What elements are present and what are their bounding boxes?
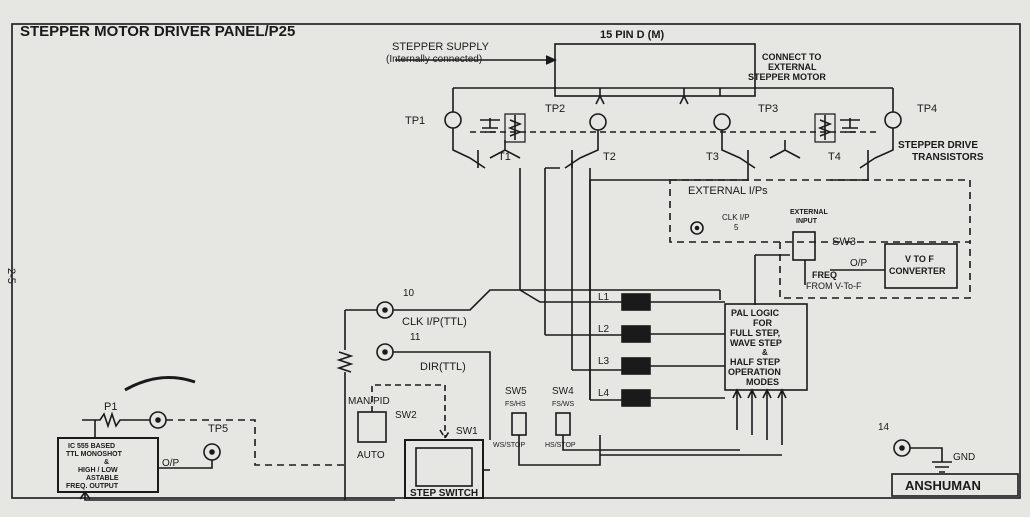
external-input-label: EXTERNAL [790, 209, 828, 216]
converter-label: CONVERTER [889, 266, 946, 276]
led-l3 [621, 357, 651, 375]
pin10-label: 10 [403, 288, 415, 299]
ic555-line-2: TTL MONOSHOT [66, 451, 123, 458]
man-pid-label: MAN/PID [348, 396, 390, 407]
freq-label: FREQ [812, 270, 837, 280]
dir-ttl-label: DIR(TTL) [420, 361, 466, 373]
clk-ip-label: CLK I/P [722, 213, 750, 222]
pal-line-8: MODES [746, 377, 779, 387]
sw5-top-label: FS/HS [505, 401, 526, 408]
led-l1-label: L1 [598, 292, 610, 303]
t2-label: T2 [603, 151, 616, 163]
sw4-switch[interactable] [555, 412, 571, 436]
ic555-line-5: ASTABLE [86, 475, 119, 482]
stepper-motor-label: STEPPER MOTOR [748, 72, 826, 82]
pal-logic-box [724, 303, 808, 391]
clk-num-label: 5 [734, 223, 739, 232]
sw2-label: SW2 [395, 410, 417, 421]
sw5-label: SW5 [505, 386, 527, 397]
step-switch[interactable] [404, 439, 484, 499]
t4-label: T4 [828, 151, 841, 163]
gnd-label: GND [953, 452, 975, 463]
panel-title: STEPPER MOTOR DRIVER PANEL/P25 [20, 23, 295, 40]
sw2-switch[interactable] [357, 411, 387, 443]
stepper-supply-label: STEPPER SUPPLY [392, 41, 490, 53]
external-label: EXTERNAL [768, 62, 817, 72]
tp3-terminal[interactable] [713, 113, 731, 131]
maker-label: ANSHUMAN [905, 478, 981, 493]
led-l2-label: L2 [598, 324, 610, 335]
input-label: INPUT [796, 218, 818, 225]
pal-line-6: HALF STEP [730, 357, 780, 367]
sw4-label: SW4 [552, 386, 574, 397]
maker-box [891, 473, 1019, 497]
p1-label: P1 [104, 401, 117, 413]
sw3-label: SW3 [832, 236, 856, 248]
t1-label: T1 [498, 151, 511, 163]
side-mark: 2-5 [5, 268, 17, 284]
ic555-line-1: IC 555 BASED [68, 443, 115, 450]
freq-from-label: FROM V-To-F [806, 281, 862, 291]
pal-line-5: & [762, 348, 768, 357]
sw5-switch[interactable] [511, 412, 527, 436]
pal-line-1: PAL LOGIC [731, 308, 780, 318]
pin11-label: 11 [410, 332, 421, 343]
connector-box [554, 43, 756, 97]
pal-line-2: FOR [753, 318, 772, 328]
clk-ip-terminal[interactable] [690, 221, 704, 235]
pal-line-4: WAVE STEP [730, 338, 782, 348]
sw3-switch[interactable] [792, 231, 816, 261]
external-inputs-box [669, 179, 971, 243]
tp1-terminal[interactable] [444, 111, 462, 129]
tp2-label: TP2 [545, 103, 565, 115]
tp5-label: TP5 [208, 423, 228, 435]
auto-label: AUTO [357, 450, 385, 461]
clk-ttl-label: CLK I/P(TTL) [402, 316, 467, 328]
led-l1 [621, 293, 651, 311]
ic555-line-4: HIGH / LOW [78, 467, 118, 474]
led-l2 [621, 325, 651, 343]
drive-label: STEPPER DRIVE [898, 140, 978, 151]
vtof-op-label: O/P [850, 258, 868, 269]
panel-frame [11, 23, 1021, 499]
ic555-box [57, 437, 159, 493]
vtof-label: V TO F [905, 254, 934, 264]
connect-to-label: CONNECT TO [762, 52, 821, 62]
connector-label: 15 PIN D (M) [600, 29, 665, 41]
tp2-terminal[interactable] [589, 113, 607, 131]
internally-connected-label: (Internally connected) [386, 54, 482, 65]
sw4-bottom-label: HS/STOP [545, 442, 576, 449]
tp1-label: TP1 [405, 115, 425, 127]
sw1-label: SW1 [456, 426, 478, 437]
ic555-line-3: & [104, 459, 109, 466]
transistors-label: TRANSISTORS [912, 152, 984, 163]
led-l4-label: L4 [598, 388, 610, 399]
ic555-line-6: FREQ. OUTPUT [66, 483, 119, 490]
sw5-bottom-label: WS/STOP [493, 442, 525, 449]
sw4-top-label: FS/WS [552, 401, 574, 408]
pal-line-7: OPERATION [728, 367, 781, 377]
vtof-box [884, 243, 958, 289]
tp4-terminal[interactable] [884, 111, 902, 129]
op-label: O/P [162, 458, 180, 469]
pin14-label: 14 [878, 422, 890, 433]
tp4-label: TP4 [917, 103, 937, 115]
tp3-label: TP3 [758, 103, 778, 115]
led-l3-label: L3 [598, 356, 610, 367]
external-inputs-title: EXTERNAL I/Ps [688, 185, 768, 197]
t3-label: T3 [706, 151, 719, 163]
led-l4 [621, 389, 651, 407]
step-switch-label: STEP SWITCH [410, 488, 478, 499]
pal-line-3: FULL STEP, [730, 328, 780, 338]
